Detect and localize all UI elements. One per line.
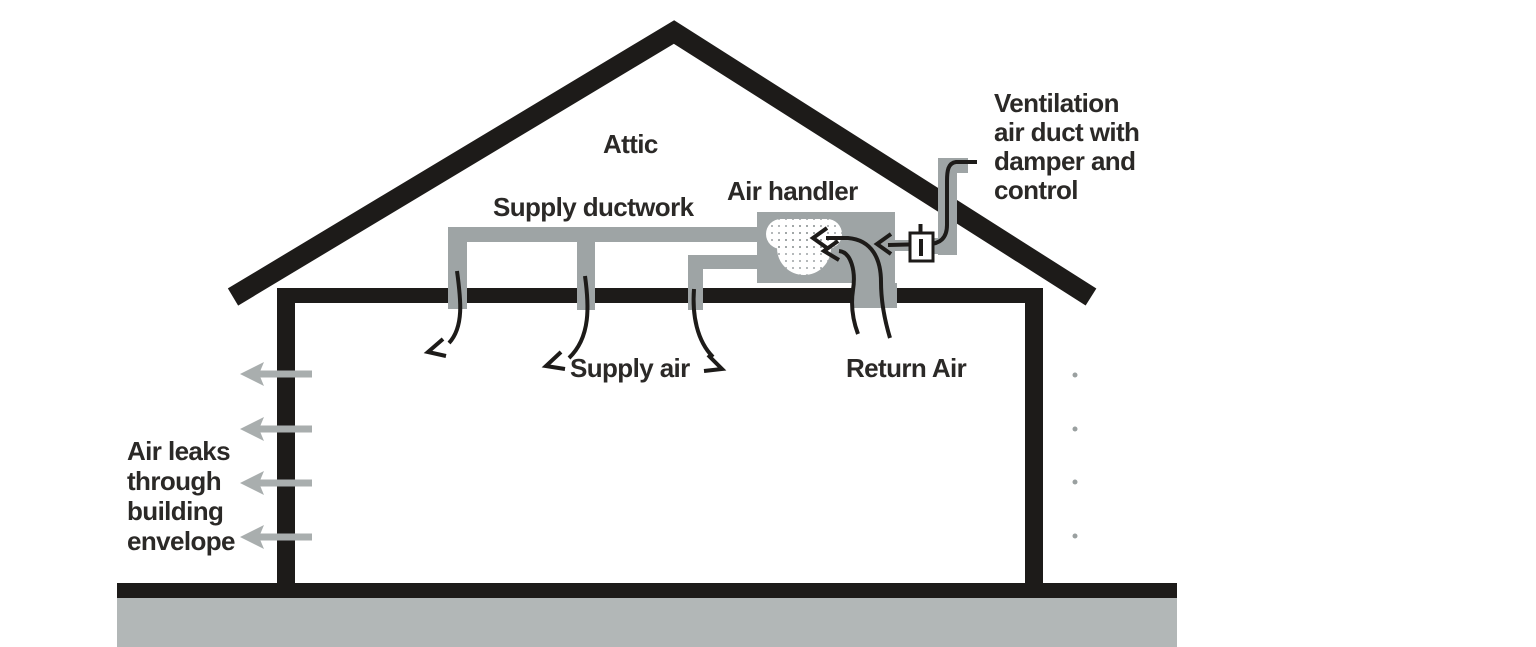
ventilation-flow-arrow	[887, 160, 977, 247]
right-wall-leak-dots	[1072, 372, 1078, 539]
ventilation-duct-label-line4: control	[994, 175, 1079, 205]
attic-label: Attic	[603, 129, 658, 159]
air-leaks-label: Air leaks through building envelope	[127, 436, 236, 556]
leak-arrow-1	[240, 362, 312, 386]
air-leaks-label-line3: building	[127, 496, 224, 526]
right-wall	[1025, 288, 1043, 583]
supply-air-arrow-2	[567, 275, 590, 360]
leak-arrows	[240, 362, 312, 549]
vent-duct-elbow	[933, 238, 957, 254]
supply-air-arrow-3	[691, 288, 715, 359]
foundation-slab	[117, 598, 1177, 647]
ventilation-duct-label: Ventilation air duct with damper and con…	[994, 88, 1140, 205]
return-air-chase	[853, 283, 897, 308]
damper-icon	[908, 224, 935, 263]
supply-air-arrowhead-2	[541, 350, 566, 371]
supply-duct-branch	[688, 255, 760, 269]
floor-line	[117, 583, 1177, 598]
supply-duct-main	[448, 227, 760, 242]
air-handler-label: Air handler	[727, 176, 858, 206]
supply-air-label: Supply air	[570, 353, 690, 383]
supply-air-arrow-1	[447, 270, 463, 345]
ventilation-arrowhead	[873, 232, 893, 256]
ceiling-line	[277, 288, 1043, 303]
supply-air-arrows	[423, 270, 727, 373]
return-air-arrowhead-inner	[820, 239, 841, 262]
return-air-arrows	[809, 226, 892, 339]
leak-arrow-3	[240, 471, 312, 495]
air-leaks-label-line2: through	[127, 466, 222, 496]
supply-duct-drop-1	[448, 227, 467, 309]
ventilation-duct-label-line2: air duct with	[994, 117, 1140, 147]
supply-air-arrowhead-3	[703, 353, 727, 373]
left-wall	[277, 288, 295, 583]
air-leaks-label-line1: Air leaks	[127, 436, 231, 466]
leak-arrow-4	[240, 525, 312, 549]
return-air-arrow-inner	[838, 249, 860, 335]
leak-arrow-2	[240, 417, 312, 441]
air-leaks-label-line4: envelope	[127, 526, 236, 556]
ventilation-duct-label-line1: Ventilation	[994, 88, 1119, 118]
supply-ductwork-label: Supply ductwork	[493, 192, 694, 222]
supply-air-arrowhead-1	[423, 337, 447, 358]
return-air-arrowhead-outer	[809, 226, 829, 250]
return-air-label: Return Air	[846, 353, 967, 383]
ventilation-duct-label-line3: damper and	[994, 146, 1136, 176]
return-air-arrow-outer	[826, 236, 892, 339]
